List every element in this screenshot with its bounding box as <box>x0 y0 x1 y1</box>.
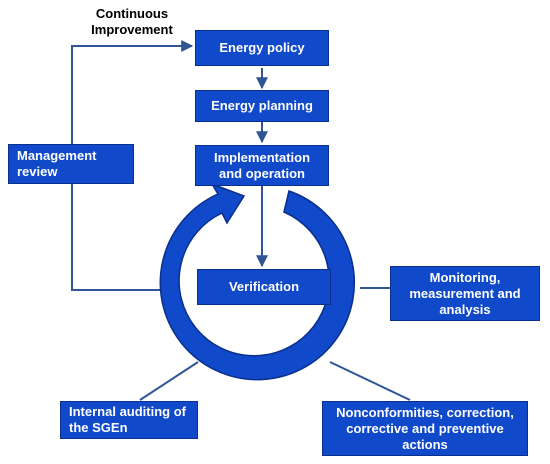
nonconformities-box: Nonconformities, correction, corrective … <box>322 401 528 456</box>
internal-auditing-box: Internal auditing of the SGEn <box>60 401 198 439</box>
energy-policy-box: Energy policy <box>195 30 329 66</box>
connector-nonconformities <box>329 361 411 401</box>
verification-box: Verification <box>197 269 331 305</box>
connector-internal-auditing <box>139 361 199 401</box>
implementation-box: Implementation and operation <box>195 145 329 186</box>
improvement-cycle-ring-icon <box>159 182 356 381</box>
management-review-box: Management review <box>8 144 134 184</box>
monitoring-box: Monitoring, measurement and analysis <box>390 266 540 321</box>
continuous-improvement-caption: Continuous Improvement <box>91 6 173 37</box>
energy-planning-box: Energy planning <box>195 90 329 122</box>
